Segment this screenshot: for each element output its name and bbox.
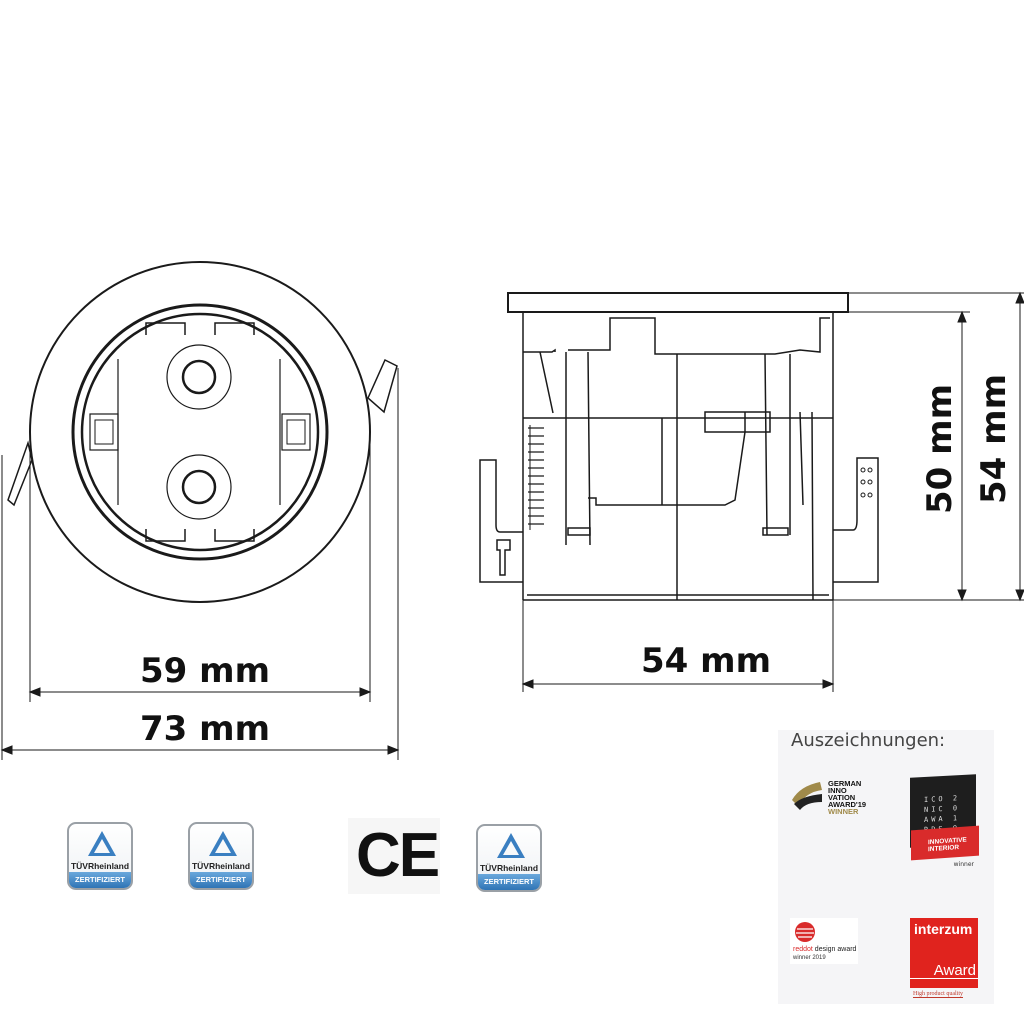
dimension-label-50mm: 50 mm — [920, 383, 960, 514]
german-innovation-award-logo: GERMAN INNO VATION AWARD'19 WINNER — [790, 778, 866, 815]
interzum-award-logo: interzum Award High product quality — [910, 918, 978, 1003]
ce-mark-logo: CE — [348, 818, 440, 894]
tuv-triangle-icon — [88, 831, 116, 856]
tuv-triangle-icon — [209, 831, 237, 856]
front-dimension-lines — [0, 368, 400, 760]
awards-panel: Auszeichnungen: GERMAN INNO VATION AWARD… — [778, 730, 994, 1004]
reddot-icon — [795, 922, 815, 942]
reddot-award-logo: reddot design award winner 2019 — [790, 918, 858, 964]
tuv-certification-logo: TÜVRheinland ZERTIFIZIERT — [67, 822, 133, 890]
side-view — [479, 292, 879, 601]
iconic-awards-logo: ICO 2 NIC 0 AWA 1 RDS 9 INNOVATIVE INTER… — [910, 774, 980, 868]
front-view — [7, 261, 398, 603]
tuv-certification-logo: TÜVRheinland ZERTIFIZIERT — [476, 824, 542, 892]
dimension-label-54mm-height: 54 mm — [974, 373, 1014, 504]
dimension-label-54mm-width: 54 mm — [641, 641, 772, 681]
tuv-triangle-icon — [497, 833, 525, 858]
dimension-label-73mm: 73 mm — [140, 709, 271, 749]
dimension-label-59mm: 59 mm — [140, 651, 271, 691]
side-dimension-lines — [521, 291, 1024, 692]
tuv-certification-logo: TÜVRheinland ZERTIFIZIERT — [188, 822, 254, 890]
ribbon-emblem-icon — [792, 782, 822, 810]
awards-title: Auszeichnungen: — [791, 730, 946, 751]
